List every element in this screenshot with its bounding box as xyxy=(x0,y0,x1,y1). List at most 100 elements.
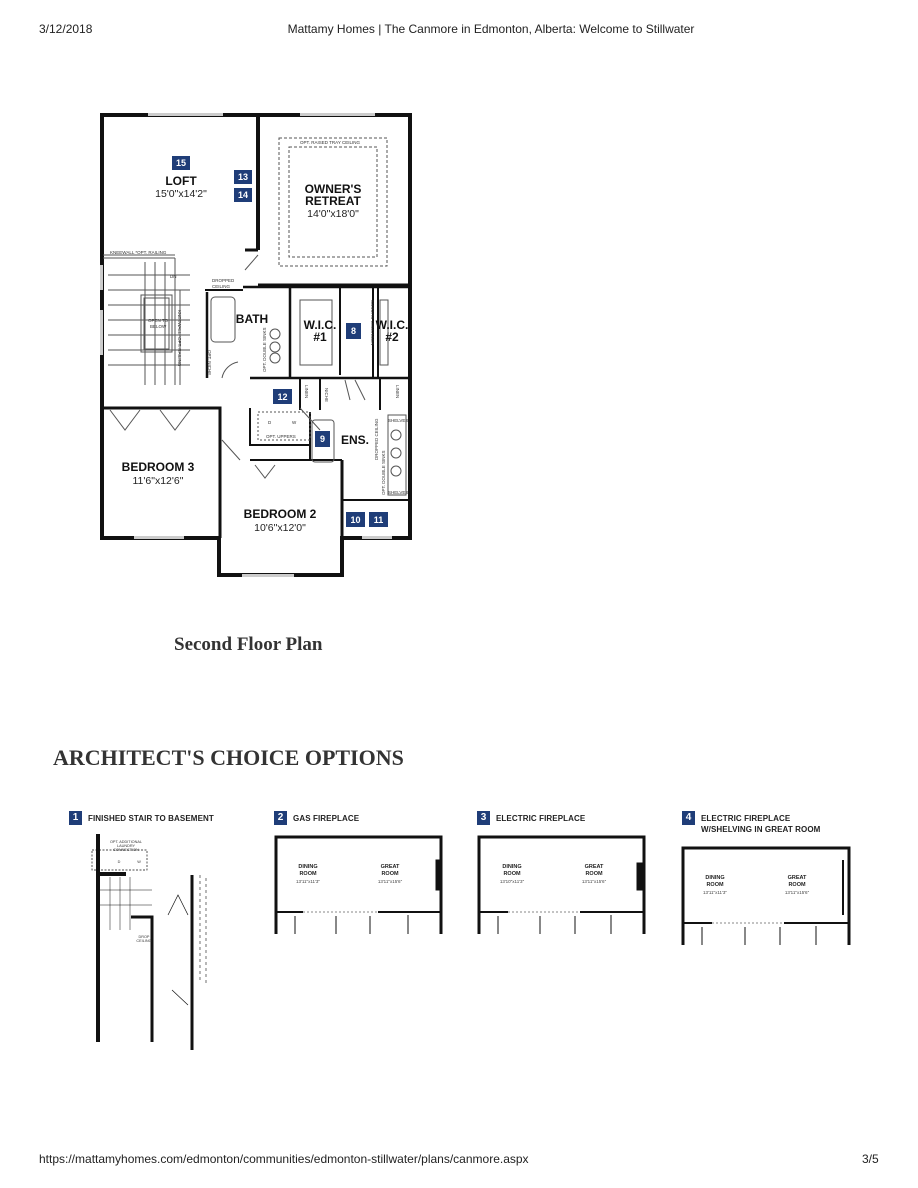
option-4-plan xyxy=(681,846,851,945)
opt3-great-room: ROOM xyxy=(585,871,603,877)
note-drop: DROP xyxy=(139,935,150,939)
note-d: D xyxy=(118,860,121,864)
svg-text:11: 11 xyxy=(374,515,384,525)
note-linen-2: LINEN xyxy=(395,385,400,398)
option-3-plan xyxy=(477,835,646,934)
room-ensuite: ENS. xyxy=(341,433,369,447)
note-linen: LINEN xyxy=(304,385,309,398)
room-wic1-num: #1 xyxy=(313,330,327,344)
floor-plan-caption: Second Floor Plan xyxy=(174,634,323,655)
opt4-great: GREAT xyxy=(788,875,807,881)
note-niche: NICHE xyxy=(324,388,329,402)
option-badge-9[interactable]: 9 xyxy=(315,431,330,447)
room-bedroom-2-size: 10'6"x12'0" xyxy=(254,522,306,534)
options-heading: ARCHITECT'S CHOICE OPTIONS xyxy=(53,745,404,770)
opt3-dining-room: ROOM xyxy=(503,871,521,877)
note-d: D xyxy=(268,420,272,425)
note-ceiling: CEILING xyxy=(212,284,231,289)
room-bath: BATH xyxy=(236,312,268,326)
option-label: GAS FIREPLACE xyxy=(293,814,360,823)
print-url: https://mattamyhomes.com/edmonton/commun… xyxy=(39,1152,529,1166)
note-laundry-3: CONNECTION xyxy=(113,848,139,852)
opt2-dining-room: ROOM xyxy=(299,871,317,877)
note-tray-ceiling: OPT. RAISED TRAY CEILING xyxy=(300,140,361,145)
note-double-sinks: OPT. DOUBLE SINKS xyxy=(262,327,267,372)
svg-text:9: 9 xyxy=(320,434,325,444)
opt4-great-size: 13'11"x15'6" xyxy=(785,890,810,895)
opt3-dining-size: 13'10"x11'3" xyxy=(500,879,525,884)
room-wic1: W.I.C. xyxy=(304,318,337,332)
option-thumbnails: OPT. ADDITIONAL LAUNDRY CONNECTION D W D… xyxy=(91,834,851,1050)
option-badge-12[interactable]: 12 xyxy=(273,389,292,404)
svg-text:10: 10 xyxy=(350,515,360,525)
note-dn: DN xyxy=(170,274,177,279)
svg-text:8: 8 xyxy=(351,326,356,336)
note-w: W xyxy=(137,860,141,864)
room-wic2-num: #2 xyxy=(385,330,399,344)
room-owners: OWNER'S xyxy=(305,182,362,196)
option-badge-11[interactable]: 11 xyxy=(369,512,388,527)
note-laundry-2: LAUNDRY xyxy=(117,844,136,848)
opt2-dining: DINING xyxy=(298,864,317,870)
option-1[interactable]: 1 FINISHED STAIR TO BASEMENT xyxy=(69,811,214,825)
option-badge-15[interactable]: 15 xyxy=(172,156,190,170)
option-1-plan xyxy=(91,834,207,1050)
option-number: 2 xyxy=(274,811,287,825)
note-dropped: DROPPED xyxy=(212,278,235,283)
second-floor-plan: OPT. RAISED TRAY CEILING KNEEWALL *OPT. … xyxy=(100,113,412,577)
option-2-plan xyxy=(274,835,443,934)
option-number: 1 xyxy=(69,811,82,825)
option-2[interactable]: 2 GAS FIREPLACE xyxy=(274,811,359,825)
option-badge-14[interactable]: 14 xyxy=(234,188,252,202)
note-laundry: OPT. ADDITIONAL xyxy=(110,840,142,844)
opt4-dining: DINING xyxy=(705,875,724,881)
note-below: BELOW xyxy=(150,324,167,329)
note-shelves-2: SHELVES xyxy=(388,490,408,495)
print-title: Mattamy Homes | The Canmore in Edmonton,… xyxy=(287,22,695,36)
option-number: 3 xyxy=(477,811,490,825)
room-loft: LOFT xyxy=(165,174,197,188)
note-opt-uppers: OPT. UPPERS xyxy=(266,434,296,439)
note-double-sinks-2: OPT. DOUBLE SINKS xyxy=(381,450,386,495)
note-dropped-ceiling: DROPPED CEILING xyxy=(374,418,379,460)
option-4[interactable]: 4 ELECTRIC FIREPLACE W/SHELVING IN GREAT… xyxy=(682,811,842,835)
opt4-great-room: ROOM xyxy=(788,882,806,888)
note-shelves: SHELVES xyxy=(388,418,408,423)
room-owners-2: RETREAT xyxy=(305,194,361,208)
note-opt-niche: OPT. NICHE xyxy=(207,350,212,375)
svg-text:13: 13 xyxy=(238,172,248,182)
option-number: 4 xyxy=(682,811,695,825)
note-kneewall-vertical: KNEEWALL *OPT. RAILING xyxy=(177,310,182,367)
option-3[interactable]: 3 ELECTRIC FIREPLACE xyxy=(477,811,585,825)
option-badge-10[interactable]: 10 xyxy=(346,512,365,527)
opt3-dining: DINING xyxy=(502,864,521,870)
opt2-great-room: ROOM xyxy=(381,871,399,877)
option-label: ELECTRIC FIREPLACE xyxy=(496,814,586,823)
note-ceiling: CEILING xyxy=(136,939,151,943)
option-badge-8[interactable]: 8 xyxy=(346,323,361,339)
opt4-dining-room: ROOM xyxy=(706,882,724,888)
opt2-dining-size: 13'11"x11'3" xyxy=(296,879,320,884)
svg-text:15: 15 xyxy=(176,158,186,168)
opt2-great-size: 13'11"x15'6" xyxy=(378,879,403,884)
opt4-dining-size: 13'11"x11'3" xyxy=(703,890,727,895)
svg-text:12: 12 xyxy=(277,392,287,402)
opt3-great-size: 13'11"x15'6" xyxy=(582,879,607,884)
opt2-great: GREAT xyxy=(381,864,400,870)
option-label: FINISHED STAIR TO BASEMENT xyxy=(88,814,214,823)
option-badge-13[interactable]: 13 xyxy=(234,170,252,184)
print-date: 3/12/2018 xyxy=(39,22,93,36)
note-kneewall: KNEEWALL *OPT. RAILING xyxy=(110,250,167,255)
note-mirrored-sliders: MIRRORED SLIDERS xyxy=(370,300,375,345)
print-page-number: 3/5 xyxy=(862,1152,879,1166)
room-bedroom-2: BEDROOM 2 xyxy=(244,507,317,521)
room-loft-size: 15'0"x14'2" xyxy=(155,188,207,200)
svg-text:14: 14 xyxy=(238,190,248,200)
opt3-great: GREAT xyxy=(585,864,604,870)
room-owners-size: 14'0"x18'0" xyxy=(307,208,359,220)
room-bedroom-3-size: 11'6"x12'6" xyxy=(133,475,184,487)
note-open-to: OPEN TO xyxy=(148,318,169,323)
note-w: W xyxy=(292,420,297,425)
room-bedroom-3: BEDROOM 3 xyxy=(122,460,195,474)
option-label: ELECTRIC FIREPLACE W/SHELVING IN GREAT R… xyxy=(701,814,821,834)
